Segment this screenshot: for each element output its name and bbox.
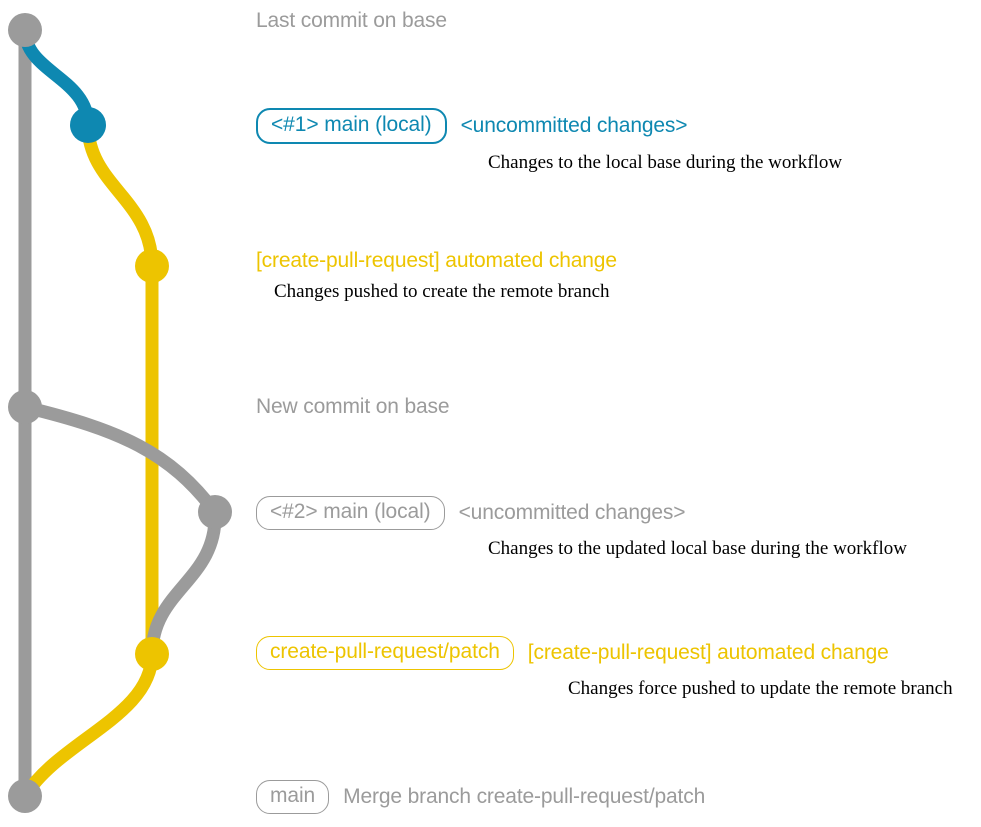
commit-description: Changes pushed to create the remote bran… — [274, 280, 610, 302]
commit-subject: <uncommitted changes> — [458, 500, 686, 524]
commit-node-cpr-create — [135, 249, 169, 283]
commit-row-automated-change-force: create-pull-request/patch [create-pull-r… — [256, 636, 981, 700]
ref-badge-main-local-1[interactable]: <#1> main (local) — [256, 108, 447, 144]
commit-subject: Last commit on base — [256, 9, 447, 32]
commit-row-merge-commit: main Merge branch create-pull-request/pa… — [256, 780, 981, 814]
commit-row-last-commit-on-base: Last commit on base — [256, 9, 981, 33]
edge-local1-to-cpr-create — [81, 118, 159, 273]
commit-node-base-last — [8, 13, 42, 47]
edge-local2-to-cprforce — [145, 505, 222, 661]
ref-badge-main[interactable]: main — [256, 780, 330, 814]
commit-node-merge — [8, 779, 42, 813]
commit-row-local-change-1: <#1> main (local) <uncommitted changes> … — [256, 108, 981, 174]
commit-headline: create-pull-request/patch [create-pull-r… — [256, 636, 981, 670]
commit-headline: Last commit on base — [256, 9, 981, 33]
commit-subject: Merge branch create-pull-request/patch — [343, 784, 706, 808]
commit-description: Changes to the local base during the wor… — [488, 151, 843, 173]
commit-row-local-change-2: <#2> main (local) <uncommitted changes> … — [256, 496, 981, 560]
commit-description: Changes to the updated local base during… — [488, 537, 907, 559]
commit-nodes — [8, 13, 232, 813]
commit-node-local-2 — [198, 495, 232, 529]
commit-subject: [create-pull-request] automated change — [527, 640, 889, 664]
commit-headline: <#2> main (local) <uncommitted changes> — [256, 496, 981, 530]
ref-badge-main-local-2[interactable]: <#2> main (local) — [256, 496, 445, 530]
ref-badge-create-pull-request-patch[interactable]: create-pull-request/patch — [256, 636, 514, 670]
commit-subject: New commit on base — [256, 395, 450, 418]
commit-node-base-new — [8, 390, 42, 424]
commit-subject: <uncommitted changes> — [460, 113, 688, 137]
commit-row-automated-change-create: [create-pull-request] automated change C… — [256, 249, 981, 303]
commit-subject: [create-pull-request] automated change — [256, 249, 617, 272]
commit-node-cpr-force — [135, 637, 169, 671]
commit-node-local-1 — [70, 107, 106, 143]
commit-row-new-commit-on-base: New commit on base — [256, 395, 981, 419]
commit-headline: <#1> main (local) <uncommitted changes> — [256, 108, 981, 144]
edge-cprforce-to-merge — [18, 647, 159, 803]
commit-headline: [create-pull-request] automated change — [256, 249, 981, 273]
commit-headline: main Merge branch create-pull-request/pa… — [256, 780, 981, 814]
edge-basenew-to-local2 — [18, 400, 222, 519]
commit-description: Changes force pushed to update the remot… — [568, 677, 953, 699]
commit-headline: New commit on base — [256, 395, 981, 419]
